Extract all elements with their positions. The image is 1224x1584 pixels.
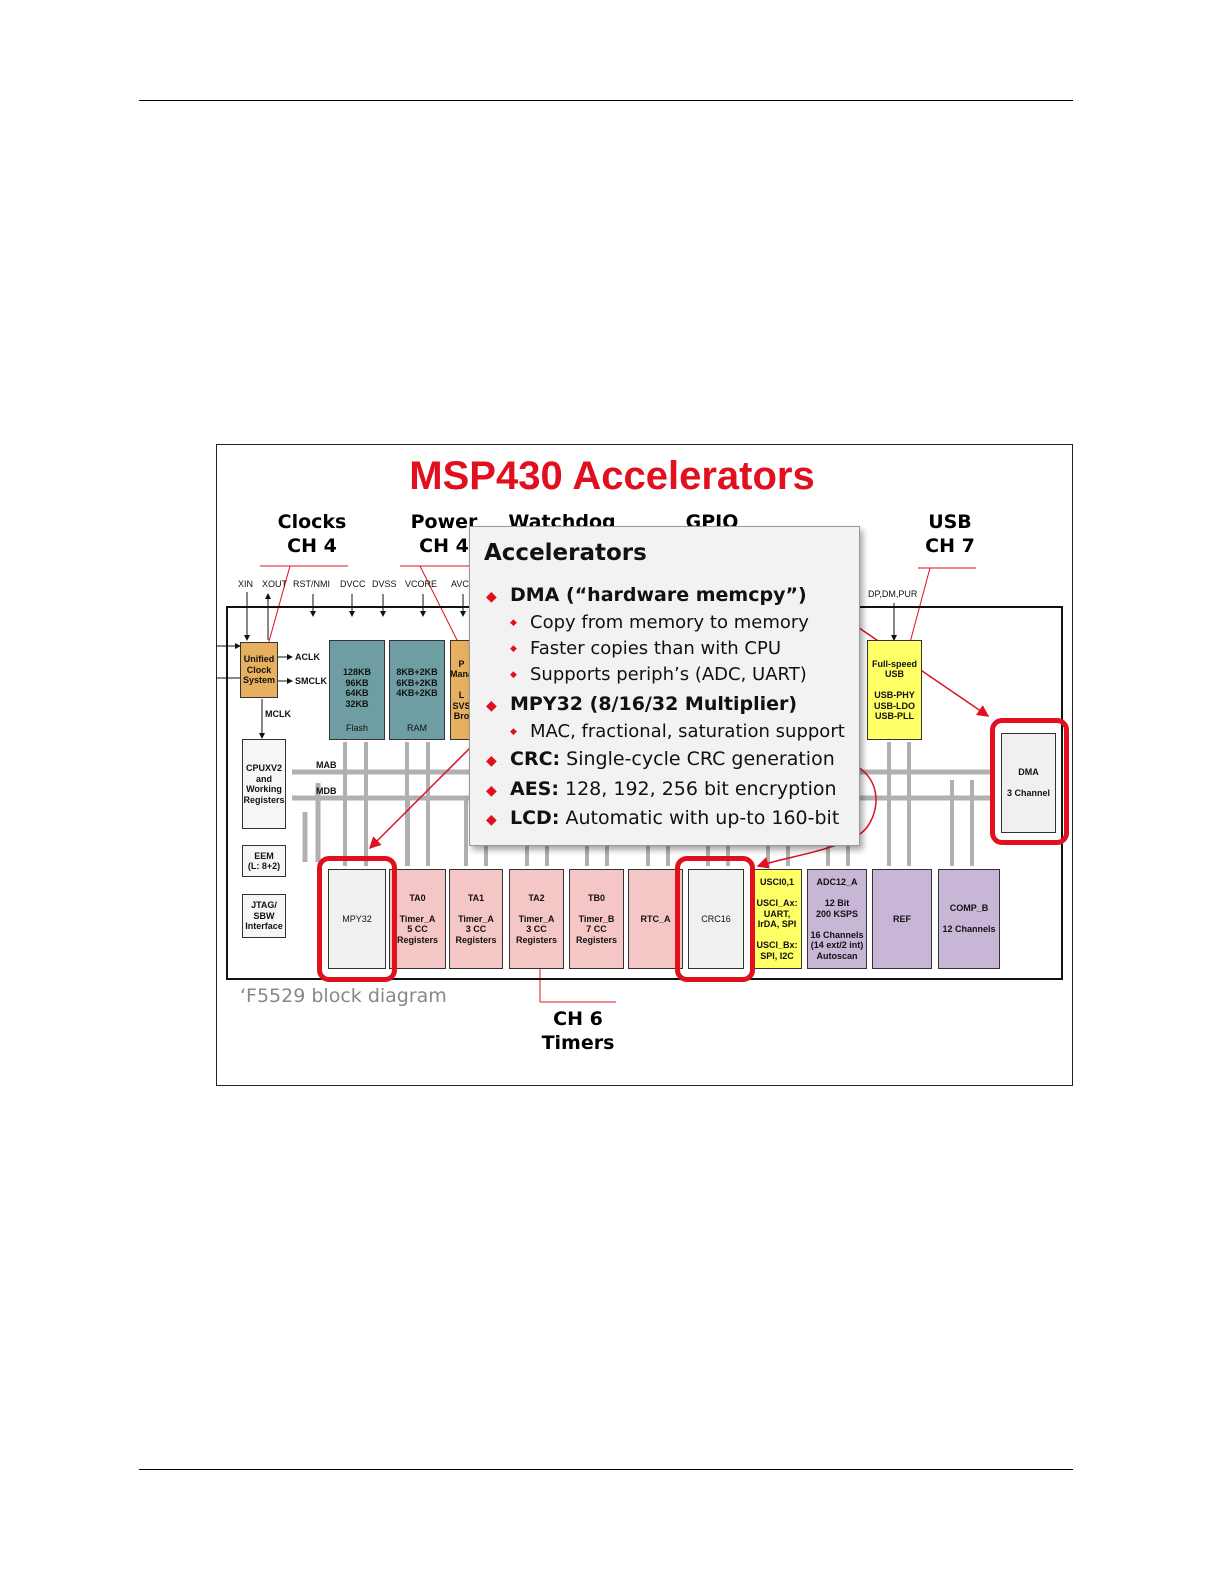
header-power-line2: CH 4 <box>419 535 469 557</box>
item-text: (8/16/32 Multiplier) <box>583 693 798 715</box>
pin-xout: XOUT <box>262 579 288 589</box>
header-power: Power CH 4 <box>404 510 484 558</box>
subitem-text: MAC, fractional, saturation support <box>530 721 845 742</box>
bullet-icon: ◆ <box>486 812 497 828</box>
signal-mclk: MCLK <box>265 709 291 719</box>
block-ref: REF <box>872 869 932 969</box>
slide-title: MSP430 Accelerators <box>409 454 815 498</box>
block-crc16: CRC16 <box>688 869 744 969</box>
callout-subitem: ◆ Copy from memory to memory <box>510 612 809 633</box>
callout-subitem: ◆ Supports periph’s (ADC, UART) <box>510 664 807 685</box>
bullet-icon: ◆ <box>510 727 517 737</box>
callout-subitem: ◆ Faster copies than with CPU <box>510 638 781 659</box>
block-comp-b: COMP_B 12 Channels <box>938 869 1000 969</box>
callout-item-mpy32: ◆ MPY32 (8/16/32 Multiplier) <box>486 693 797 715</box>
accelerators-callout: Accelerators ◆ DMA (“hardware memcpy”) ◆ C… <box>469 526 860 846</box>
pin-avcc: AVC <box>451 579 469 589</box>
item-text: Single-cycle CRC generation <box>560 748 835 770</box>
callout-item-lcd: ◆ LCD: Automatic with up-to 160-bit <box>486 807 839 829</box>
block-ta0: TA0 Timer_A 5 CC Registers <box>389 869 446 969</box>
header-usb: USB CH 7 <box>914 510 986 558</box>
callout-item-crc: ◆ CRC: Single-cycle CRC generation <box>486 748 835 770</box>
bullet-icon: ◆ <box>486 589 497 605</box>
callout-title: Accelerators <box>484 540 647 566</box>
callout-item-aes: ◆ AES: 128, 192, 256 bit encryption <box>486 778 837 800</box>
block-eem: EEM (L: 8+2) <box>242 845 286 877</box>
pin-vcore: VCORE <box>405 579 438 589</box>
item-text: Automatic with up-to 160-bit <box>559 807 840 829</box>
ram-label: RAM <box>407 722 427 733</box>
block-rtc: RTC_A <box>628 869 683 969</box>
block-ucs: Unified Clock System <box>240 642 278 698</box>
block-usci: USCI0,1 USCI_Ax: UART, IrDA, SPI USCI_Bx… <box>752 869 802 969</box>
bullet-icon: ◆ <box>510 644 517 654</box>
subitem-text: Faster copies than with CPU <box>530 638 782 659</box>
highlight-crc16 <box>675 856 755 982</box>
header-timers-line2: Timers <box>541 1032 615 1054</box>
block-ta1: TA1 Timer_A 3 CC Registers <box>449 869 503 969</box>
flash-label: Flash <box>345 722 368 733</box>
block-cpu: CPUXV2 and Working Registers <box>242 739 286 829</box>
bullet-icon: ◆ <box>510 670 517 680</box>
pin-dvcc: DVCC <box>340 579 366 589</box>
header-clocks-line2: CH 4 <box>287 535 337 557</box>
block-dma: DMA 3 Channel <box>1001 733 1056 833</box>
highlight-mpy32 <box>317 856 397 982</box>
header-timers-line1: CH 6 <box>553 1008 603 1030</box>
block-jtag: JTAG/ SBW Interface <box>242 894 286 938</box>
subitem-text: Copy from memory to memory <box>530 612 809 633</box>
item-key: AES: <box>510 778 559 800</box>
header-usb-line1: USB <box>928 511 972 533</box>
signal-mdb: MDB <box>316 786 337 796</box>
footer-rule <box>139 1469 1073 1470</box>
header-rule <box>139 100 1073 101</box>
header-usb-line2: CH 7 <box>925 535 975 557</box>
header-power-line1: Power <box>410 511 478 533</box>
figure-caption: ‘F5529 block diagram <box>240 985 447 1007</box>
header-clocks: Clocks CH 4 <box>270 510 354 558</box>
callout-item-dma: ◆ DMA (“hardware memcpy”) <box>486 584 807 606</box>
item-key: DMA <box>510 584 560 606</box>
flash-sizes: 128KB 96KB 64KB 32KB <box>342 667 371 709</box>
block-ram: 8KB+2KB 6KB+2KB 4KB+2KB RAM <box>389 640 445 740</box>
pin-xin: XIN <box>238 579 254 589</box>
item-text: 128, 192, 256 bit encryption <box>558 778 837 800</box>
item-key: MPY32 <box>510 693 584 715</box>
pin-rst-nmi: RST/NMI <box>293 579 330 589</box>
block-tb0: TB0 Timer_B 7 CC Registers <box>569 869 624 969</box>
pin-dvss: DVSS <box>372 579 397 589</box>
pin-usb: DP,DM,PUR <box>868 589 918 599</box>
block-ta2: TA2 Timer_A 3 CC Registers <box>509 869 564 969</box>
item-key: LCD: <box>510 807 560 829</box>
subitem-text: Supports periph’s (ADC, UART) <box>530 664 807 685</box>
block-mpy32: MPY32 <box>328 869 386 969</box>
header-timers: CH 6 Timers <box>530 1007 626 1055</box>
signal-mab: MAB <box>316 760 337 770</box>
bullet-icon: ◆ <box>486 753 497 769</box>
signal-smclk: SMCLK <box>295 676 327 686</box>
item-key: CRC: <box>510 748 561 770</box>
header-clocks-line1: Clocks <box>277 511 347 533</box>
block-flash: 128KB 96KB 64KB 32KB Flash <box>329 640 385 740</box>
bullet-icon: ◆ <box>486 783 497 799</box>
block-usb: Full-speed USB USB-PHY USB-LDO USB-PLL <box>867 640 922 740</box>
block-adc12: ADC12_A 12 Bit 200 KSPS 16 Channels (14 … <box>807 869 867 969</box>
signal-aclk: ACLK <box>295 652 320 662</box>
ram-sizes: 8KB+2KB 6KB+2KB 4KB+2KB <box>396 667 438 698</box>
bullet-icon: ◆ <box>486 698 497 714</box>
highlight-dma <box>990 718 1069 845</box>
bullet-icon: ◆ <box>510 618 517 628</box>
callout-subitem: ◆ MAC, fractional, saturation support <box>510 721 845 742</box>
item-text: (“hardware memcpy”) <box>559 584 807 606</box>
